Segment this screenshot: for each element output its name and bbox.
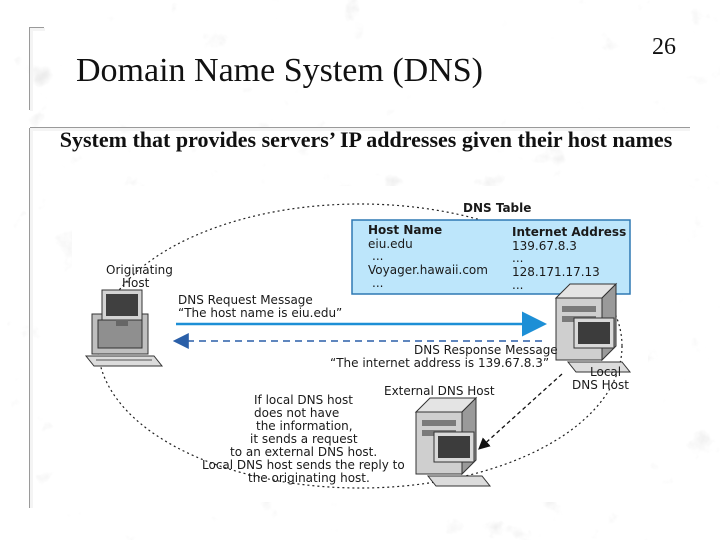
decorative-bracket-left	[30, 128, 45, 508]
table-cell: ...	[512, 251, 523, 265]
slide-title: Domain Name System (DNS)	[76, 52, 484, 89]
note-line: the originating host.	[248, 471, 370, 485]
table-cell: ...	[372, 276, 383, 290]
table-cell: 139.67.8.3	[512, 239, 577, 253]
external-request-arrow	[478, 373, 563, 450]
note-line: If local DNS host	[254, 393, 353, 407]
response-message-text: “The internet address is 139.67.8.3”	[330, 356, 549, 370]
decorative-rule	[30, 128, 690, 135]
table-header-internet-address: Internet Address	[512, 225, 626, 239]
external-dns-host: External DNS Host	[384, 384, 495, 487]
originating-host-label: Host	[122, 276, 150, 290]
note-line: it sends a request	[250, 432, 358, 446]
table-cell: ...	[512, 278, 523, 292]
local-dns-host: Local DNS Host	[555, 283, 631, 392]
note-line: the information,	[256, 419, 353, 433]
table-cell: eiu.edu	[368, 237, 413, 251]
table-cell: Voyager.hawaii.com	[368, 263, 488, 277]
external-dns-host-label: External DNS Host	[384, 384, 495, 398]
local-dns-host-label: DNS Host	[572, 378, 629, 392]
table-cell: ...	[372, 249, 383, 263]
request-message-text: “The host name is eiu.edu”	[178, 306, 342, 320]
decorative-bracket	[30, 28, 45, 111]
dns-table-box	[351, 219, 631, 295]
external-note: If local DNS host does not have the info…	[202, 393, 405, 485]
response-message-label: DNS Response Message	[414, 343, 558, 357]
dns-table: DNS Table Host Name Internet Address eiu…	[351, 201, 631, 295]
slide-subtitle: System that provides servers’ IP address…	[59, 127, 673, 152]
originating-host: Originating Host	[85, 263, 173, 367]
dns-diagram: DNS Table Host Name Internet Address eiu…	[72, 186, 648, 502]
request-message-label: DNS Request Message	[178, 293, 313, 307]
note-line: Local DNS host sends the reply to	[202, 458, 405, 472]
table-header-host-name: Host Name	[368, 223, 442, 237]
table-cell: 128.171.17.13	[512, 265, 600, 279]
dns-table-title: DNS Table	[463, 201, 531, 215]
slide-number: 26	[652, 34, 676, 60]
note-line: does not have	[254, 406, 339, 420]
note-line: to an external DNS host.	[230, 445, 377, 459]
message-loop	[97, 203, 623, 489]
originating-host-label: Originating	[106, 263, 173, 277]
local-dns-host-label: Local	[590, 365, 621, 379]
